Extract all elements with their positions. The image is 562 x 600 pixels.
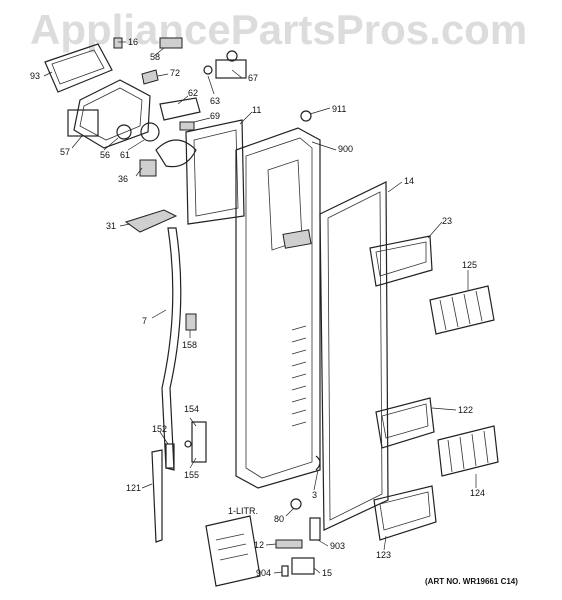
watermark: AppliancePartsPros.com: [30, 6, 528, 53]
callout-904: 904: [256, 568, 271, 578]
callout-121: 121: [126, 483, 141, 493]
plug-part: [300, 110, 312, 122]
spring-part: [315, 455, 321, 471]
callout-69: 69: [210, 111, 220, 121]
callout-12: 12: [254, 540, 264, 550]
callout-123: 123: [376, 550, 391, 560]
hinge-part: [203, 50, 247, 79]
callout-93: 93: [30, 71, 40, 81]
leader-lines: [43, 41, 477, 574]
cam-part: [290, 498, 302, 510]
hinge-bottom-part: [291, 557, 315, 575]
callout-16: 16: [128, 37, 138, 47]
trim-strip-part: [151, 449, 163, 543]
callout-61: 61: [120, 150, 130, 160]
door-vent-slots: [291, 325, 307, 427]
callout-labels: 93 16 58 72 67 63 62 57 56 61 69 36 11 9…: [30, 37, 485, 578]
callout-158: 158: [182, 340, 197, 350]
door-gasket-part: [319, 181, 389, 531]
dispenser-frame-part: [185, 119, 245, 225]
callout-900: 900: [338, 144, 353, 154]
callout-62: 62: [188, 88, 198, 98]
handle-trim-part: [161, 227, 182, 471]
grille-part: [124, 209, 178, 233]
freezer-door-part: [235, 127, 321, 489]
callout-125: 125: [462, 260, 477, 270]
callout-152: 152: [152, 424, 167, 434]
wire-basket-top-part: [429, 285, 495, 335]
callout-72: 72: [170, 68, 180, 78]
callout-3: 3: [312, 490, 317, 500]
callout-56: 56: [100, 150, 110, 160]
callout-155: 155: [184, 470, 199, 480]
callout-15: 15: [322, 568, 332, 578]
callout-14: 14: [404, 176, 414, 186]
stop-part: [309, 517, 321, 541]
callout-124: 124: [470, 488, 485, 498]
callout-63: 63: [210, 96, 220, 106]
wire-basket-bottom-part: [437, 425, 499, 477]
dispenser-housing-part: [67, 79, 151, 149]
door-bin-bottom-part: [373, 485, 437, 541]
callout-154: 154: [184, 404, 199, 414]
callout-11: 11: [252, 105, 261, 115]
callout-57: 57: [60, 147, 70, 157]
screw-part: [281, 565, 289, 577]
door-shelf-part: [369, 235, 433, 287]
clip-158-part: [185, 313, 197, 331]
callout-903: 903: [330, 541, 345, 551]
door-bin-middle-part: [375, 397, 435, 449]
callout-36: 36: [118, 174, 128, 184]
callout-67: 67: [248, 73, 258, 83]
callout-23: 23: [442, 216, 452, 226]
owners-manual-part: [205, 515, 261, 587]
callout-122: 122: [458, 405, 473, 415]
hinge-cover-part: [275, 539, 303, 549]
clip-part: [113, 37, 183, 85]
callout-80: 80: [274, 514, 284, 524]
manual-label: 1-LITR.: [228, 506, 258, 516]
auger-motor-part: [116, 97, 201, 177]
callout-31: 31: [106, 221, 116, 231]
dispenser-cover-part: [44, 43, 113, 93]
bracket-part: [165, 421, 207, 469]
callout-7: 7: [142, 316, 147, 326]
art-number: (ART NO. WR19661 C14): [425, 577, 518, 586]
callout-911: 911: [332, 104, 346, 114]
callout-58: 58: [150, 52, 160, 62]
